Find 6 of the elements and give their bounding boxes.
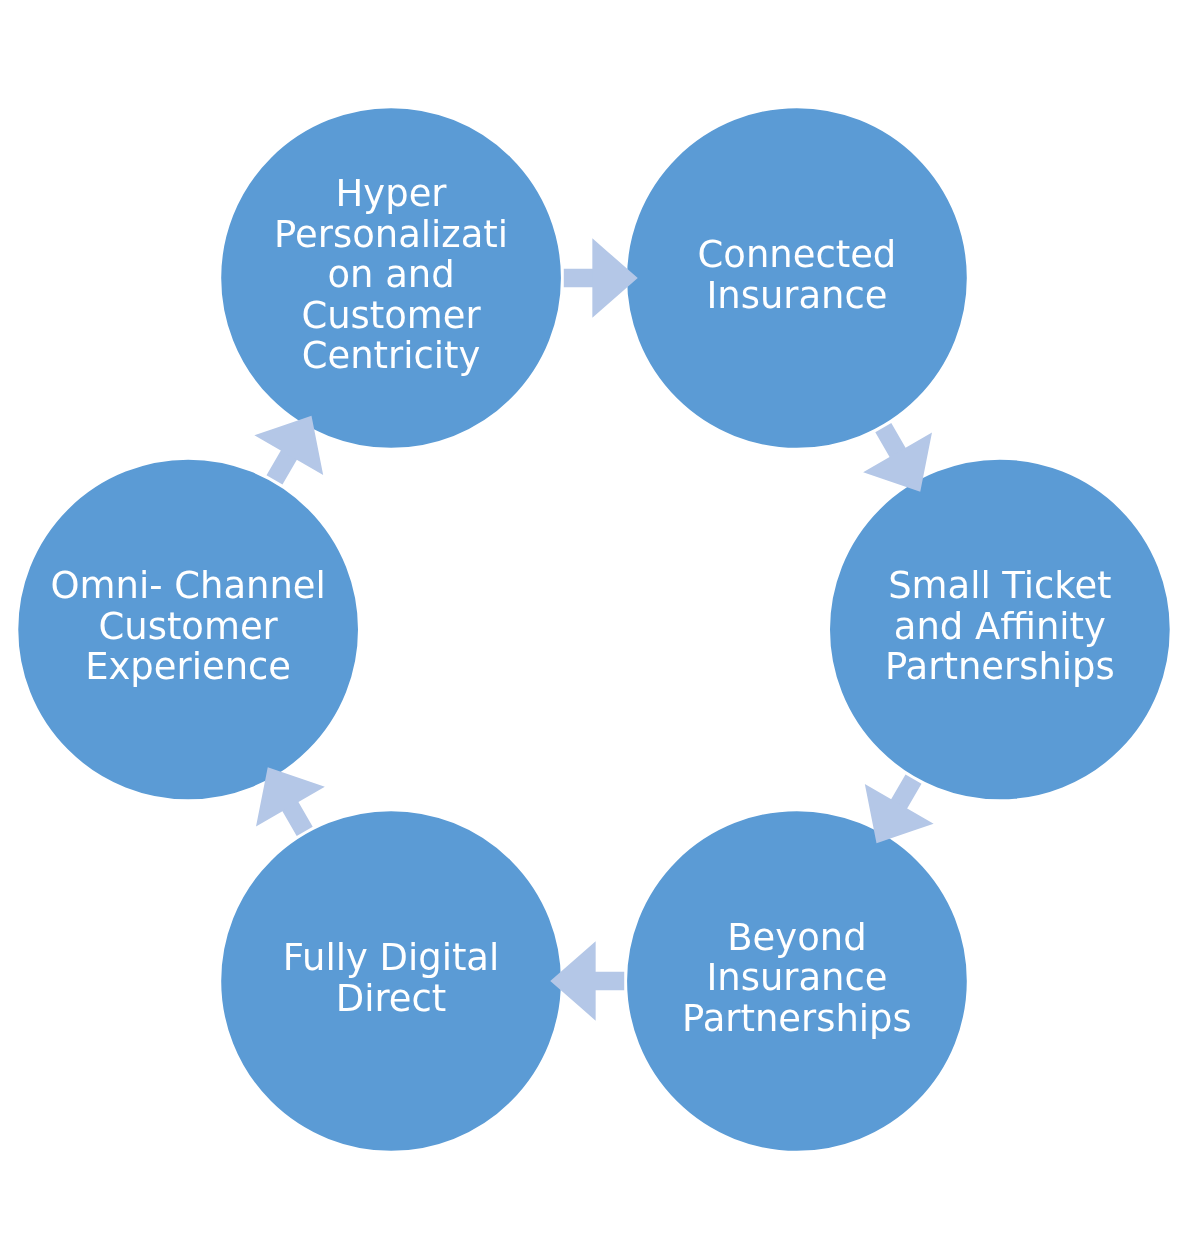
- arrow: [864, 774, 934, 844]
- arrow: [256, 767, 325, 837]
- arrow: [550, 941, 625, 1021]
- arrow: [563, 238, 638, 318]
- arrow: [863, 422, 932, 492]
- arrow: [254, 415, 324, 485]
